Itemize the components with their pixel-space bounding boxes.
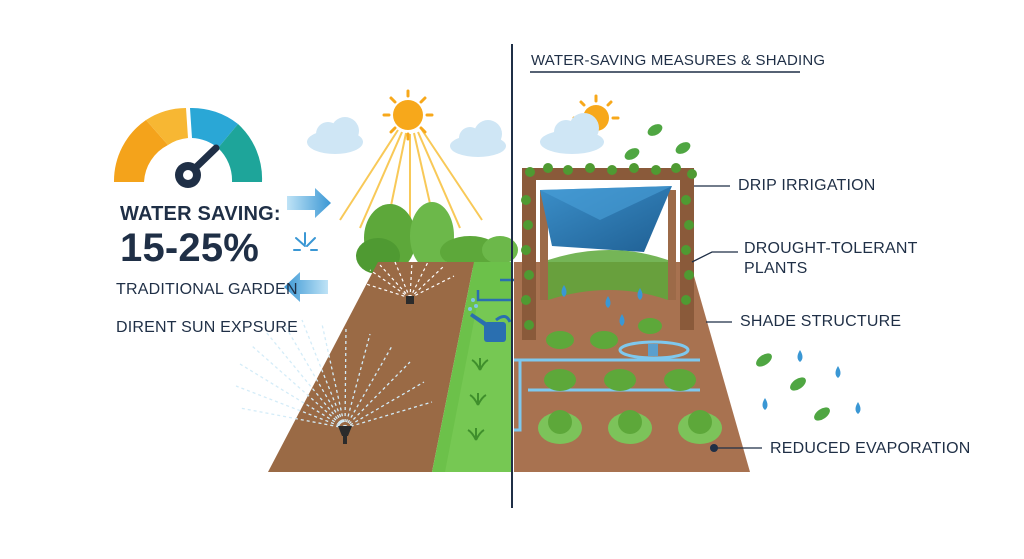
reduced-evaporation-label: REDUCED EVAPORATION — [770, 440, 971, 457]
water-drop-icon — [468, 298, 478, 311]
shade-structure-label: SHADE STRUCTURE — [740, 313, 902, 330]
pergola-shade-structure — [521, 163, 697, 340]
leaf-icon — [624, 124, 830, 421]
bushes — [356, 202, 518, 274]
soil-left — [268, 262, 474, 472]
pointer-dot — [710, 444, 718, 452]
sprinkle-splash-icon — [293, 232, 318, 251]
water-saving-value: 15-25% — [120, 226, 260, 270]
water-drop-icon — [561, 285, 643, 326]
watering-can-icon — [470, 313, 512, 342]
arrow-right-icon — [287, 188, 331, 218]
sprinkler-icon — [235, 319, 433, 429]
traditional-garden-label: TRADITIONAL GARDEN — [116, 281, 298, 298]
sprinkler-icon — [365, 261, 455, 299]
sprinkler-head — [338, 426, 352, 436]
cloud-icon — [307, 117, 363, 154]
drip-irrigation-label: DRIP IRRIGATION — [738, 177, 876, 194]
sun-rays — [339, 129, 483, 232]
water-saving-label: WATER SAVING: — [120, 203, 281, 225]
drought-tolerant-plants — [538, 318, 722, 444]
sprinkler-head — [406, 296, 414, 304]
leader-lines — [691, 185, 762, 449]
arrow-left-icon — [284, 272, 328, 302]
direct-sun-label: DIRENT SUN EXPSURE — [116, 319, 299, 336]
cloud-icon — [540, 113, 604, 154]
sun-icon — [382, 89, 434, 141]
drought-tolerant-label-line1: DROUGHT-TOLERANT — [744, 240, 918, 257]
gauge-icon — [113, 107, 263, 188]
section-header: WATER-SAVING MEASURES & SHADING — [531, 52, 826, 69]
seedlings — [467, 358, 489, 441]
cloud-icon — [450, 120, 506, 157]
drought-tolerant-label-line2: PLANTS — [744, 260, 808, 277]
water-drop-icon — [762, 350, 861, 414]
grass-edge — [445, 300, 512, 472]
